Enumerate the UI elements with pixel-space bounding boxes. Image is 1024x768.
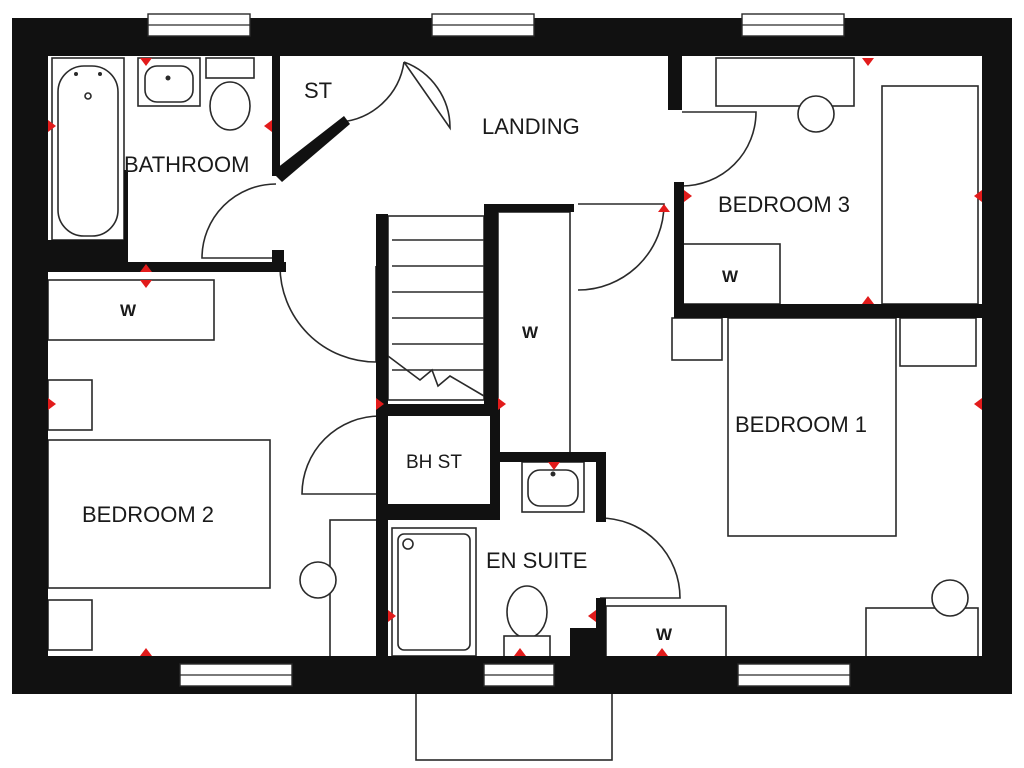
room-label-landing: LANDING <box>482 114 580 139</box>
fixtures <box>47 57 979 761</box>
radiator-marker-icon <box>498 398 506 410</box>
radiator-marker-icon <box>140 58 152 66</box>
radiator-marker-icon <box>684 190 692 202</box>
radiator-marker-icon <box>974 398 982 410</box>
shower-icon <box>391 527 477 657</box>
radiator-marker-icon <box>588 610 596 622</box>
bedside-table <box>671 317 723 361</box>
radiator-marker-icon <box>514 648 526 656</box>
door-swing-icon <box>201 183 277 259</box>
desk <box>715 57 855 107</box>
radiator-marker-icon <box>376 398 384 410</box>
bed-bedroom1 <box>727 317 897 537</box>
chair <box>931 579 969 617</box>
chair <box>299 561 337 599</box>
radiator-marker-icon <box>862 58 874 66</box>
room-label-store: ST <box>304 78 332 103</box>
room-labels: ST LANDING BATHROOM BEDROOM 3 BEDROOM 1 … <box>82 78 867 644</box>
wardrobe-label: W <box>656 625 673 644</box>
room-label-en-suite: EN SUITE <box>486 548 587 573</box>
window-icon <box>741 13 845 37</box>
door-swing-icon <box>599 517 681 599</box>
bath-icon <box>51 57 125 241</box>
chair <box>797 95 835 133</box>
wardrobe-label: W <box>120 301 137 320</box>
wardrobe-bedroom3 <box>681 243 781 305</box>
room-label-bedroom3: BEDROOM 3 <box>718 192 850 217</box>
wardrobe-bedroom1 <box>605 605 727 659</box>
room-label-bathroom: BATHROOM <box>124 152 249 177</box>
radiator-marker-icon <box>48 120 56 132</box>
room-label-bh-store: BH ST <box>406 452 462 473</box>
radiator-marker-icon <box>140 264 152 272</box>
window-icon <box>179 663 293 687</box>
room-label-bedroom2: BEDROOM 2 <box>82 502 214 527</box>
windows <box>147 13 851 687</box>
wardrobe-label: W <box>522 323 539 342</box>
bed-bedroom3 <box>881 85 979 305</box>
bedside-table <box>899 317 977 367</box>
radiator-marker-icon <box>974 190 982 202</box>
porch-outline <box>415 687 613 761</box>
window-icon <box>737 663 851 687</box>
bedside-table <box>47 599 93 651</box>
door-swing-icon <box>301 415 381 495</box>
window-icon <box>147 13 251 37</box>
radiator-marker-icon <box>140 648 152 656</box>
window-icon <box>431 13 535 37</box>
desk <box>865 607 979 659</box>
door-swing-icon <box>681 111 757 187</box>
door-swing-icon <box>403 61 451 131</box>
radiator-marker-icon <box>656 648 668 656</box>
stair-icon <box>387 215 485 401</box>
room-label-bedroom1: BEDROOM 1 <box>735 412 867 437</box>
basin-icon <box>137 57 201 107</box>
radiator-marker-icon <box>264 120 272 132</box>
window-icon <box>483 663 555 687</box>
basin-icon <box>521 461 585 513</box>
desk <box>329 519 381 659</box>
radiator-marker-icon <box>48 398 56 410</box>
radiator-marker-icon <box>548 462 560 470</box>
door-swings <box>201 61 757 599</box>
radiator-marker-icon <box>862 296 874 304</box>
door-swing-icon <box>339 61 405 123</box>
toilet-icon <box>205 57 255 131</box>
wardrobe-label: W <box>722 267 739 286</box>
radiator-marker-icon <box>140 280 152 288</box>
bedside-table <box>47 379 93 431</box>
radiator-marker-icon <box>388 610 396 622</box>
door-swing-icon <box>577 203 665 291</box>
markers <box>48 58 982 656</box>
door-swing-icon <box>279 265 377 363</box>
toilet-icon <box>503 585 551 659</box>
radiator-marker-icon <box>658 204 670 212</box>
